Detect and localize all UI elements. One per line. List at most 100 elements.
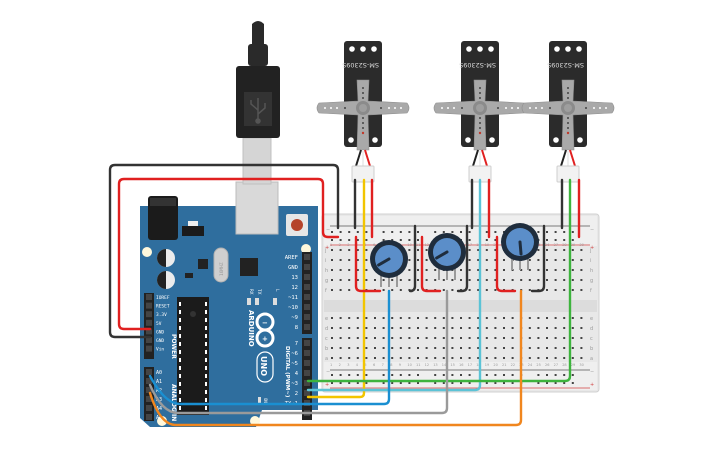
breadboard-hole[interactable]	[331, 317, 333, 319]
breadboard-hole[interactable]	[537, 249, 540, 251]
breadboard-hole[interactable]	[434, 279, 437, 281]
breadboard-hole[interactable]	[348, 357, 351, 359]
breadboard-hole[interactable]	[374, 357, 376, 359]
breadboard-hole[interactable]	[417, 337, 419, 339]
breadboard-hole[interactable]	[477, 317, 480, 319]
rail-hole[interactable]	[434, 374, 437, 376]
breadboard-hole[interactable]	[425, 337, 428, 339]
breadboard-hole[interactable]	[425, 347, 428, 349]
breadboard-hole[interactable]	[554, 249, 557, 251]
breadboard-hole[interactable]	[528, 269, 531, 271]
rail-hole[interactable]	[434, 231, 437, 233]
header-pin[interactable]	[304, 264, 310, 270]
breadboard-hole[interactable]	[485, 357, 488, 359]
rail-hole[interactable]	[571, 231, 574, 233]
breadboard-hole[interactable]	[511, 279, 514, 281]
breadboard-hole[interactable]	[339, 347, 342, 349]
breadboard-hole[interactable]	[374, 337, 376, 339]
wire-servo3-signal[interactable]	[306, 178, 572, 383]
breadboard-hole[interactable]	[417, 347, 419, 349]
breadboard-hole[interactable]	[485, 269, 488, 271]
breadboard-hole[interactable]	[417, 317, 419, 319]
rail-hole[interactable]	[503, 374, 505, 376]
breadboard-hole[interactable]	[494, 317, 497, 319]
breadboard-hole[interactable]	[399, 327, 402, 329]
breadboard-hole[interactable]	[580, 259, 583, 261]
breadboard-hole[interactable]	[356, 249, 359, 251]
breadboard-hole[interactable]	[554, 259, 557, 261]
rail-hole[interactable]	[563, 374, 566, 376]
breadboard-hole[interactable]	[365, 317, 368, 319]
breadboard-hole[interactable]	[537, 347, 540, 349]
breadboard-hole[interactable]	[468, 337, 471, 339]
breadboard-hole[interactable]	[485, 337, 488, 339]
breadboard-hole[interactable]	[494, 337, 497, 339]
breadboard-hole[interactable]	[494, 347, 497, 349]
breadboard-hole[interactable]	[365, 357, 368, 359]
breadboard-hole[interactable]	[477, 269, 480, 271]
potentiometer[interactable]	[370, 240, 408, 287]
breadboard-hole[interactable]	[348, 337, 351, 339]
rail-hole[interactable]	[442, 374, 445, 376]
breadboard-hole[interactable]	[451, 327, 454, 329]
breadboard-hole[interactable]	[382, 279, 385, 281]
breadboard-hole[interactable]	[571, 347, 574, 349]
breadboard-hole[interactable]	[391, 337, 394, 339]
breadboard-hole[interactable]	[356, 337, 359, 339]
rail-hole[interactable]	[391, 374, 394, 376]
header-pin[interactable]	[304, 254, 310, 260]
rail-hole[interactable]	[339, 382, 342, 384]
breadboard-hole[interactable]	[356, 327, 359, 329]
breadboard-hole[interactable]	[511, 347, 514, 349]
breadboard-hole[interactable]	[374, 317, 376, 319]
breadboard-hole[interactable]	[348, 347, 351, 349]
header-pin[interactable]	[146, 311, 152, 318]
rail-hole[interactable]	[494, 231, 497, 233]
breadboard-hole[interactable]	[339, 289, 342, 291]
breadboard-hole[interactable]	[391, 279, 394, 281]
rail-hole[interactable]	[382, 382, 385, 384]
rail-hole[interactable]	[554, 231, 557, 233]
rail-hole[interactable]	[442, 231, 445, 233]
breadboard-hole[interactable]	[408, 317, 411, 319]
breadboard-hole[interactable]	[494, 279, 497, 281]
breadboard-hole[interactable]	[348, 327, 351, 329]
breadboard-hole[interactable]	[460, 269, 462, 271]
rail-hole[interactable]	[511, 382, 514, 384]
rail-hole[interactable]	[356, 382, 359, 384]
usb-cable[interactable]	[236, 21, 280, 185]
breadboard-hole[interactable]	[374, 327, 376, 329]
breadboard-hole[interactable]	[331, 249, 333, 251]
header-pin[interactable]	[146, 337, 152, 343]
breadboard-hole[interactable]	[348, 317, 351, 319]
rail-hole[interactable]	[382, 231, 385, 233]
wire-pot2-gnd[interactable]	[456, 224, 469, 293]
breadboard-hole[interactable]	[571, 357, 574, 359]
breadboard-hole[interactable]	[485, 347, 488, 349]
breadboard-hole[interactable]	[382, 357, 385, 359]
breadboard-hole[interactable]	[554, 279, 557, 281]
wire-pot2-wiper-a1[interactable]	[148, 289, 449, 415]
rail-hole[interactable]	[494, 239, 497, 241]
breadboard-hole[interactable]	[460, 357, 462, 359]
rail-hole[interactable]	[537, 374, 540, 376]
breadboard-hole[interactable]	[528, 337, 531, 339]
breadboard-hole[interactable]	[365, 337, 368, 339]
breadboard-hole[interactable]	[460, 347, 462, 349]
servo-motor[interactable]: SM-S2309S	[521, 41, 615, 183]
rail-hole[interactable]	[399, 374, 402, 376]
rail-hole[interactable]	[339, 239, 342, 241]
breadboard-hole[interactable]	[442, 327, 445, 329]
breadboard-hole[interactable]	[417, 327, 419, 329]
rail-hole[interactable]	[348, 231, 351, 233]
breadboard-hole[interactable]	[417, 289, 419, 291]
breadboard-hole[interactable]	[511, 357, 514, 359]
wire-5v[interactable]	[117, 177, 340, 331]
breadboard-hole[interactable]	[485, 317, 488, 319]
breadboard-hole[interactable]	[546, 259, 548, 261]
breadboard-hole[interactable]	[580, 357, 583, 359]
rail-hole[interactable]	[356, 239, 359, 241]
header-pin[interactable]	[304, 350, 310, 356]
breadboard-hole[interactable]	[537, 269, 540, 271]
breadboard-hole[interactable]	[546, 317, 548, 319]
